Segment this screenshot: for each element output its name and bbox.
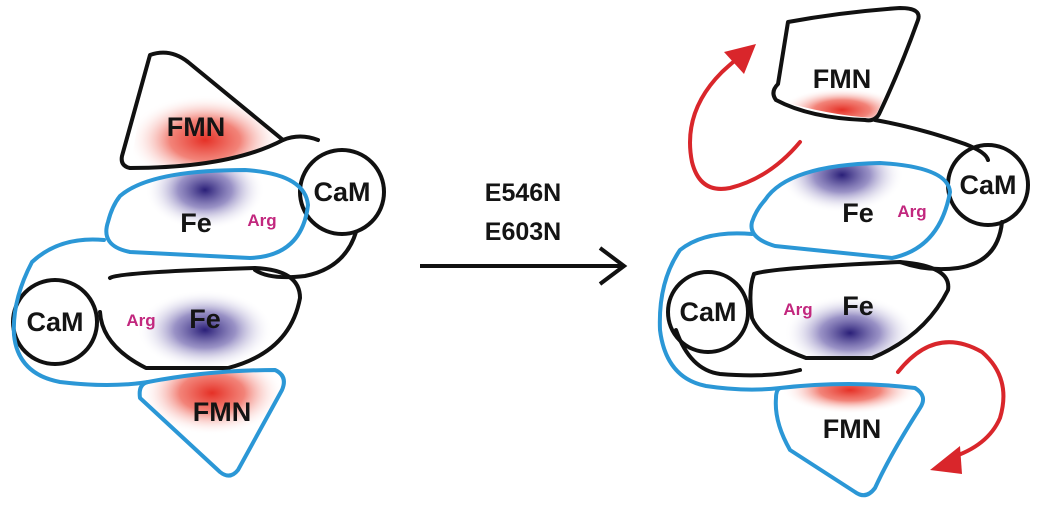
linker-mid-left xyxy=(253,230,358,280)
fe-domain-bottom-right xyxy=(748,260,951,360)
fe-domain-bottom-left xyxy=(98,266,302,370)
cam-label-bottom-right: CaM xyxy=(679,297,736,327)
fe-label-top-right: Fe xyxy=(842,198,874,228)
arg-label-bottom-right: Arg xyxy=(783,300,812,319)
fe-glow-top-right xyxy=(780,163,904,213)
rotation-arrow-top xyxy=(688,53,802,191)
fe-label-bottom-right: Fe xyxy=(842,291,874,321)
fmn-label-top-right: FMN xyxy=(813,64,871,94)
fmn-domain-top-left xyxy=(119,50,285,170)
fmn-domain-bottom-right xyxy=(773,382,926,498)
fe-glow-bottom-left xyxy=(137,290,273,368)
reaction-arrow-head xyxy=(598,246,628,286)
fmn-label-top-left: FMN xyxy=(167,112,225,142)
right-dimer: FMN Fe Arg CaM CaM Arg Fe FMN xyxy=(657,6,1030,498)
rotation-arrow-bottom-head xyxy=(930,446,962,474)
fmn-label-bottom-left: FMN xyxy=(193,397,251,427)
arg-label-top-left: Arg xyxy=(247,211,276,230)
cam-domain-top-left xyxy=(298,148,386,236)
cam-label-bottom-left: CaM xyxy=(26,307,83,337)
cam-domain-bottom-right xyxy=(666,270,750,354)
fmn-domain-bottom-left xyxy=(137,368,286,478)
rotation-arrow-top-head xyxy=(724,44,756,74)
fmn-glow-top-right xyxy=(780,88,904,118)
fe-domain-top-right xyxy=(749,161,952,260)
fmn-glow-bottom-right xyxy=(782,384,918,414)
fe-label-bottom-left: Fe xyxy=(189,304,221,334)
rotation-arrow-bottom xyxy=(896,340,1006,460)
mutation-label-2: E603N xyxy=(485,218,561,246)
fe-glow-top-left xyxy=(145,170,265,230)
linker-blue-left xyxy=(11,237,150,387)
fmn-label-bottom-right: FMN xyxy=(823,414,881,444)
fmn-domain-top-right xyxy=(771,6,921,123)
mutation-arrow-group: E546N E603N xyxy=(420,179,628,286)
left-dimer: FMN Fe Arg CaM CaM Arg Fe FMN xyxy=(11,50,386,478)
mutation-label-1: E546N xyxy=(485,179,561,207)
arg-label-top-right: Arg xyxy=(897,202,926,221)
cam-label-top-left: CaM xyxy=(313,177,370,207)
cam-label-right: CaM xyxy=(959,170,1016,200)
linker-top-left xyxy=(281,134,320,142)
linker-top-right xyxy=(873,118,990,162)
fe-label-top-left: Fe xyxy=(180,208,212,238)
arg-label-bottom-left: Arg xyxy=(126,311,155,330)
linker-blue-right xyxy=(657,231,782,392)
linker-mid-right xyxy=(898,220,1004,272)
linker-bottom-right xyxy=(674,328,802,378)
fe-domain-top-left xyxy=(104,168,310,260)
